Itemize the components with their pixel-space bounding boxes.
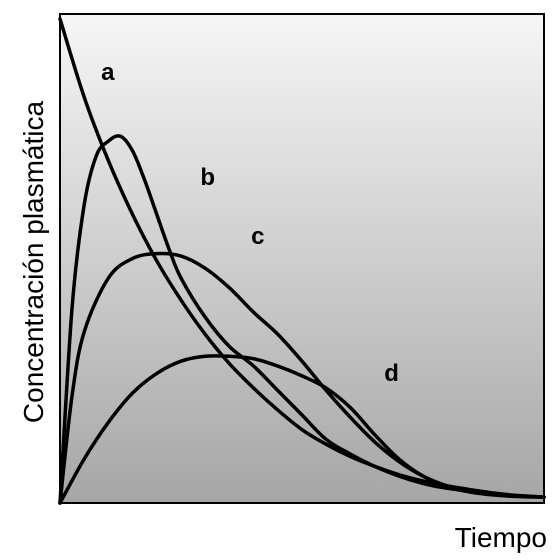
plot-frame bbox=[59, 13, 545, 504]
plot-background bbox=[60, 14, 544, 503]
series-line-b bbox=[58, 134, 546, 505]
series-label-b: b bbox=[200, 164, 215, 191]
series-label-a: a bbox=[101, 59, 115, 86]
series-label-d: d bbox=[384, 360, 399, 387]
series-layer bbox=[58, 17, 546, 505]
x-axis-label: Tiempo bbox=[454, 522, 547, 553]
series-label-c: c bbox=[251, 223, 264, 250]
series-line-d bbox=[58, 354, 546, 505]
annotation-layer: a b c d bbox=[101, 59, 399, 387]
